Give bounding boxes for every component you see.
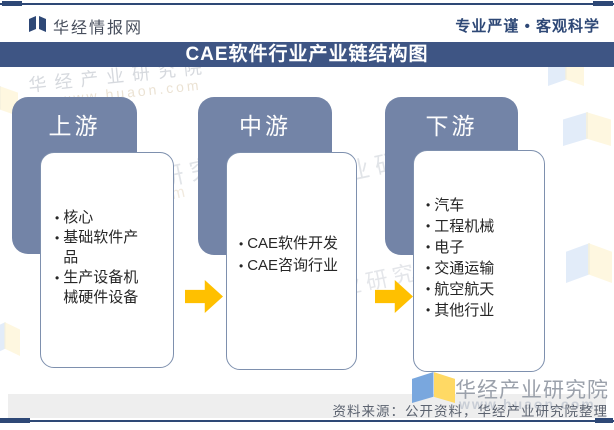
right-arrow-icon bbox=[185, 280, 223, 313]
bottom-divider-left-cap bbox=[0, 418, 30, 423]
list-item: •交通运输 bbox=[426, 258, 534, 279]
stage-label: 上游 bbox=[48, 113, 101, 139]
bullet-icon: • bbox=[426, 219, 431, 233]
right-arrow-icon bbox=[375, 280, 413, 313]
list-item: •航空航天 bbox=[426, 279, 534, 300]
list-item: •汽车 bbox=[426, 195, 534, 216]
list-item: •CAE软件开发 bbox=[239, 233, 348, 255]
list-item: •基础软件产品 bbox=[55, 228, 152, 268]
top-divider-left-cap bbox=[2, 1, 22, 6]
bullet-icon: • bbox=[55, 211, 60, 225]
midstream-items-card: •CAE软件开发•CAE咨询行业 bbox=[226, 152, 357, 370]
item-label: 交通运输 bbox=[434, 260, 495, 277]
upstream-item-list: •核心•基础软件产品•生产设备机械硬件设备 bbox=[41, 153, 173, 308]
item-label: CAE咨询行业 bbox=[247, 257, 339, 274]
open-book-icon bbox=[412, 372, 455, 403]
bottom-divider-right-cap bbox=[595, 418, 613, 423]
footer-logo-site: www.huaon.com bbox=[459, 396, 596, 412]
item-label: 汽车 bbox=[434, 197, 465, 214]
item-label: 航空航天 bbox=[434, 281, 495, 298]
list-item: •核心 bbox=[55, 208, 152, 228]
brand-slogan: 专业严谨 • 客观科学 bbox=[455, 18, 600, 35]
bullet-icon: • bbox=[426, 282, 431, 296]
watermark-book-icon bbox=[0, 322, 20, 356]
item-label: CAE软件开发 bbox=[247, 235, 339, 252]
top-divider-right-cap bbox=[593, 1, 613, 6]
bullet-icon: • bbox=[426, 240, 431, 254]
footer-bar bbox=[8, 394, 606, 418]
bottom-divider bbox=[0, 420, 614, 422]
downstream-item-list: •汽车•工程机械•电子•交通运输•航空航天•其他行业 bbox=[414, 151, 544, 321]
bullet-icon: • bbox=[239, 237, 244, 251]
watermark-book-icon bbox=[566, 243, 612, 283]
brand-name: 华经情报网 bbox=[53, 20, 144, 37]
item-label: 工程机械 bbox=[434, 218, 495, 235]
stage-label: 下游 bbox=[425, 113, 478, 139]
open-book-icon bbox=[28, 15, 47, 33]
bullet-icon: • bbox=[426, 261, 431, 275]
bullet-icon: • bbox=[55, 271, 60, 285]
bullet-icon: • bbox=[55, 231, 60, 245]
list-item: •CAE咨询行业 bbox=[239, 255, 348, 277]
item-label: 核心 bbox=[63, 209, 94, 226]
midstream-item-list: •CAE软件开发•CAE咨询行业 bbox=[227, 153, 356, 277]
bullet-icon: • bbox=[426, 303, 431, 317]
item-label: 电子 bbox=[434, 239, 465, 256]
footer-logo-name: 华经产业研究院 bbox=[455, 379, 609, 402]
top-divider bbox=[0, 3, 614, 5]
list-item: •生产设备机械硬件设备 bbox=[55, 268, 152, 308]
source-note: 资料来源：公开资料，华经产业研究院整理 bbox=[332, 404, 608, 419]
bullet-icon: • bbox=[239, 259, 244, 273]
list-item: •工程机械 bbox=[426, 216, 534, 237]
list-item: •电子 bbox=[426, 237, 534, 258]
bullet-icon: • bbox=[426, 198, 431, 212]
downstream-items-card: •汽车•工程机械•电子•交通运输•航空航天•其他行业 bbox=[413, 150, 545, 372]
page-title: CAE软件行业产业链结构图 bbox=[0, 42, 614, 67]
list-item: •其他行业 bbox=[426, 300, 534, 321]
item-label: 其他行业 bbox=[434, 302, 495, 319]
upstream-items-card: •核心•基础软件产品•生产设备机械硬件设备 bbox=[40, 152, 174, 368]
item-label: 生产设备机械硬件设备 bbox=[63, 269, 139, 306]
watermark-book-icon bbox=[563, 112, 611, 146]
stage-label: 中游 bbox=[239, 113, 291, 139]
item-label: 基础软件产品 bbox=[63, 229, 139, 266]
